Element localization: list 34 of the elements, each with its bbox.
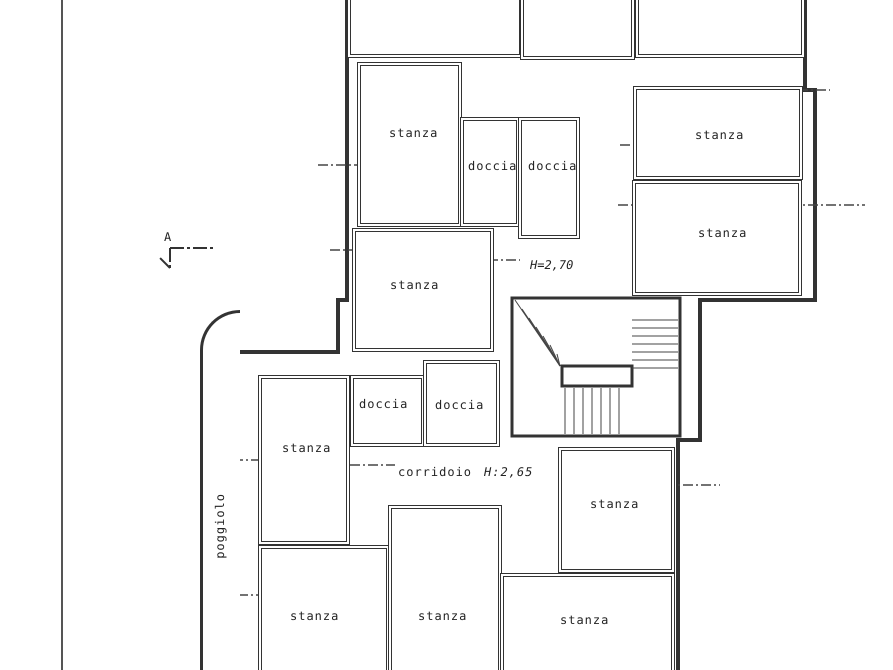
room-label: stanza [290,609,340,623]
room-outline [635,0,805,58]
room-label: doccia [435,398,484,412]
room [352,228,494,352]
room-outline [347,0,523,58]
room [350,375,425,447]
room [357,62,462,227]
room [518,117,580,239]
room [633,86,803,180]
room [558,447,675,573]
room-label: corridoio [398,465,472,479]
room-label: stanza [282,441,332,455]
room-label: doccia [468,159,518,173]
room-label: stanza [560,613,610,627]
room-label: stanza [590,497,640,511]
room [460,117,520,227]
room-label: stanza [389,126,438,140]
room-label: poggiolo [213,493,227,559]
room [423,360,500,447]
room-label: stanza [695,128,744,142]
room [632,180,802,296]
room-label: doccia [359,397,408,411]
room-label: doccia [528,159,578,173]
room-outline [520,0,635,60]
ceiling-height-label: H=2,70 [530,258,574,272]
room-label: stanza [698,226,748,240]
room [500,573,675,670]
ceiling-height-label: H:2,65 [484,465,534,479]
room [258,545,390,670]
room-label: stanza [390,278,440,292]
room-label: stanza [418,609,468,623]
room [388,505,502,670]
section-letter: A [164,230,172,244]
room [258,375,350,545]
